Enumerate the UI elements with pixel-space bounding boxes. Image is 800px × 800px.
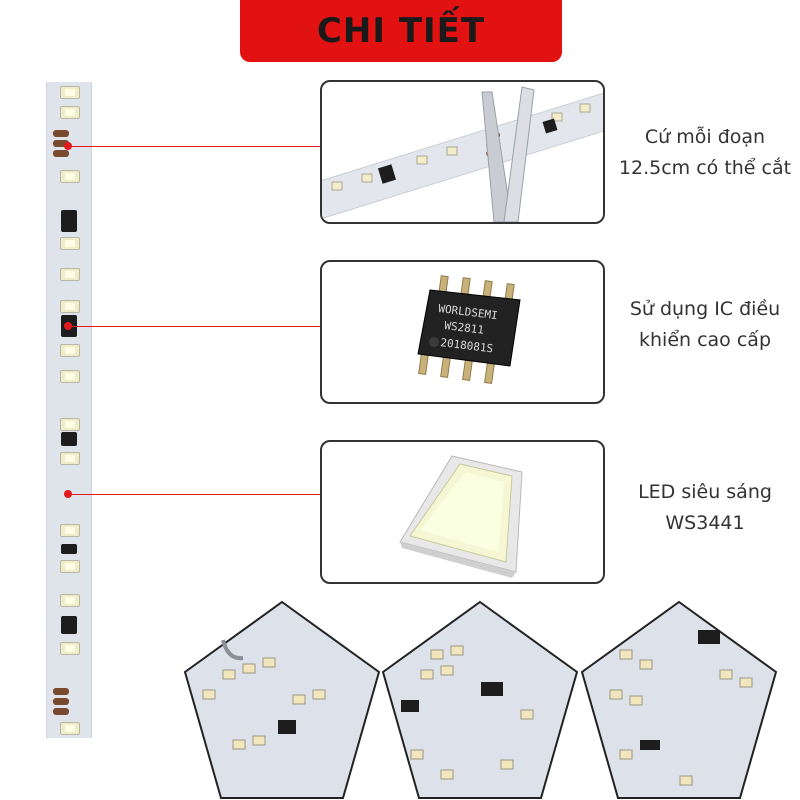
led <box>60 594 80 607</box>
led <box>60 344 80 357</box>
led <box>60 106 80 119</box>
cut-detail-box <box>320 80 605 224</box>
ic-caption-line1: Sử dụng IC điều <box>629 298 781 320</box>
cut-caption: Cứ mỗi đoạn 12.5cm có thể cắt <box>612 122 798 184</box>
led <box>60 642 80 655</box>
ic-caption: Sử dụng IC điều khiển cao cấp <box>612 294 798 356</box>
ic-chip <box>61 210 77 232</box>
pointer-line-led <box>72 494 320 495</box>
led-strip <box>46 82 92 738</box>
cut-pad <box>53 130 69 137</box>
led <box>60 170 80 183</box>
cut-pad <box>53 708 69 715</box>
title-banner: CHI TIẾT <box>240 0 562 62</box>
led-caption-line2: WS3441 <box>665 512 745 534</box>
led-detail-box <box>320 440 605 584</box>
ic-point-marker <box>64 322 72 330</box>
smd-led-illustration <box>399 455 523 578</box>
cut-caption-line2: 12.5cm có thể cắt <box>618 157 792 179</box>
ic-chip <box>61 544 77 554</box>
led <box>60 268 80 281</box>
ic-caption-line2: khiển cao cấp <box>639 329 771 351</box>
cut-caption-line1: Cứ mỗi đoạn <box>644 126 766 148</box>
led <box>60 722 80 735</box>
cut-pad <box>53 150 69 157</box>
page-title: CHI TIẾT <box>316 11 486 51</box>
pointer-line-ic <box>72 326 320 327</box>
led <box>60 86 80 99</box>
cut-point-marker <box>64 142 72 150</box>
ic-chip-illustration: WORLDSEMI WS2811 2018081S <box>417 275 521 385</box>
led <box>60 237 80 250</box>
chip-text-code: 2018081S <box>440 336 494 355</box>
led-point-marker <box>64 490 72 498</box>
pentagon-photo-1 <box>183 600 381 799</box>
led-caption: LED siêu sáng WS3441 <box>612 477 798 539</box>
ic-chip <box>61 616 77 634</box>
cut-pad <box>53 698 69 705</box>
scissors-cutting-illustration <box>322 86 603 222</box>
led <box>60 452 80 465</box>
led <box>60 370 80 383</box>
led <box>60 300 80 313</box>
cut-pad <box>53 688 69 695</box>
ic-detail-box: WORLDSEMI WS2811 2018081S <box>320 260 605 404</box>
pentagon-photo-3 <box>580 600 778 799</box>
led <box>60 560 80 573</box>
led-caption-line1: LED siêu sáng <box>638 481 772 503</box>
led <box>60 524 80 537</box>
pentagon-photo-2 <box>381 600 579 799</box>
cut-pad <box>53 140 69 147</box>
ic-chip <box>61 432 77 446</box>
led <box>60 418 80 431</box>
pointer-line-cut <box>72 146 320 147</box>
chip-text-model: WS2811 <box>444 319 485 337</box>
